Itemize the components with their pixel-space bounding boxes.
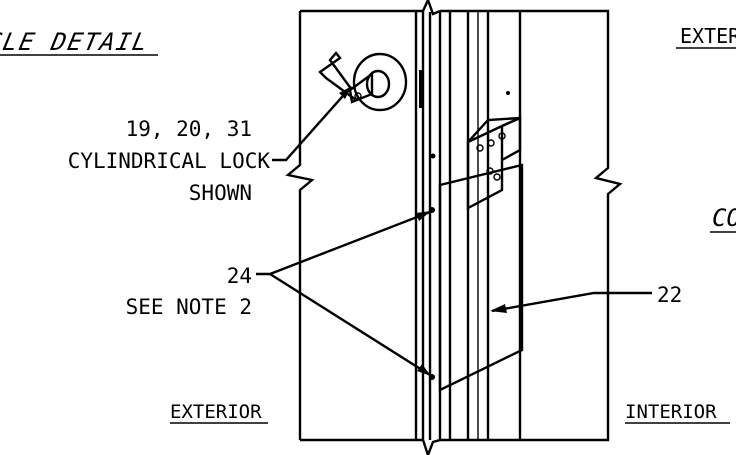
exterior-heading-partial: EXTER bbox=[680, 24, 736, 48]
cylindrical-lock-lever-icon bbox=[318, 51, 422, 112]
screw-24-upper bbox=[429, 207, 435, 213]
door-edge-fastener bbox=[430, 153, 436, 159]
plate-leader bbox=[490, 291, 652, 313]
screw-callout-number: 24 bbox=[227, 264, 252, 288]
strike-screw-hole bbox=[487, 139, 495, 147]
protective-plate bbox=[438, 163, 524, 392]
detail-title: GLE DETAIL bbox=[0, 27, 150, 56]
door-frame-jamb bbox=[440, 9, 623, 442]
frame-fastener-dot bbox=[506, 91, 510, 95]
strike-screw-hole bbox=[493, 173, 501, 181]
exterior-label: EXTERIOR bbox=[170, 401, 262, 423]
door-edge-stile bbox=[414, 0, 442, 455]
strike-box bbox=[466, 116, 522, 210]
plate-callout-number: 22 bbox=[657, 283, 682, 307]
lever-set-screw bbox=[354, 92, 362, 100]
lock-callout-line2: SHOWN bbox=[189, 181, 252, 205]
left-door-panel bbox=[285, 9, 416, 442]
lock-callout-line1: CYLINDRICAL LOCK bbox=[68, 149, 271, 173]
lock-leader bbox=[272, 86, 352, 162]
lock-edge-slot bbox=[419, 70, 422, 108]
strike-screw-hole bbox=[476, 144, 484, 152]
screw-callout-note: SEE NOTE 2 bbox=[126, 295, 252, 319]
lock-callout-numbers: 19, 20, 31 bbox=[126, 117, 252, 141]
section-heading-partial: CO bbox=[712, 204, 736, 232]
screw-leaders bbox=[256, 210, 431, 377]
strike-screw-hole bbox=[486, 167, 494, 175]
strike-screw-hole bbox=[498, 132, 506, 140]
interior-label: INTERIOR bbox=[625, 401, 717, 423]
